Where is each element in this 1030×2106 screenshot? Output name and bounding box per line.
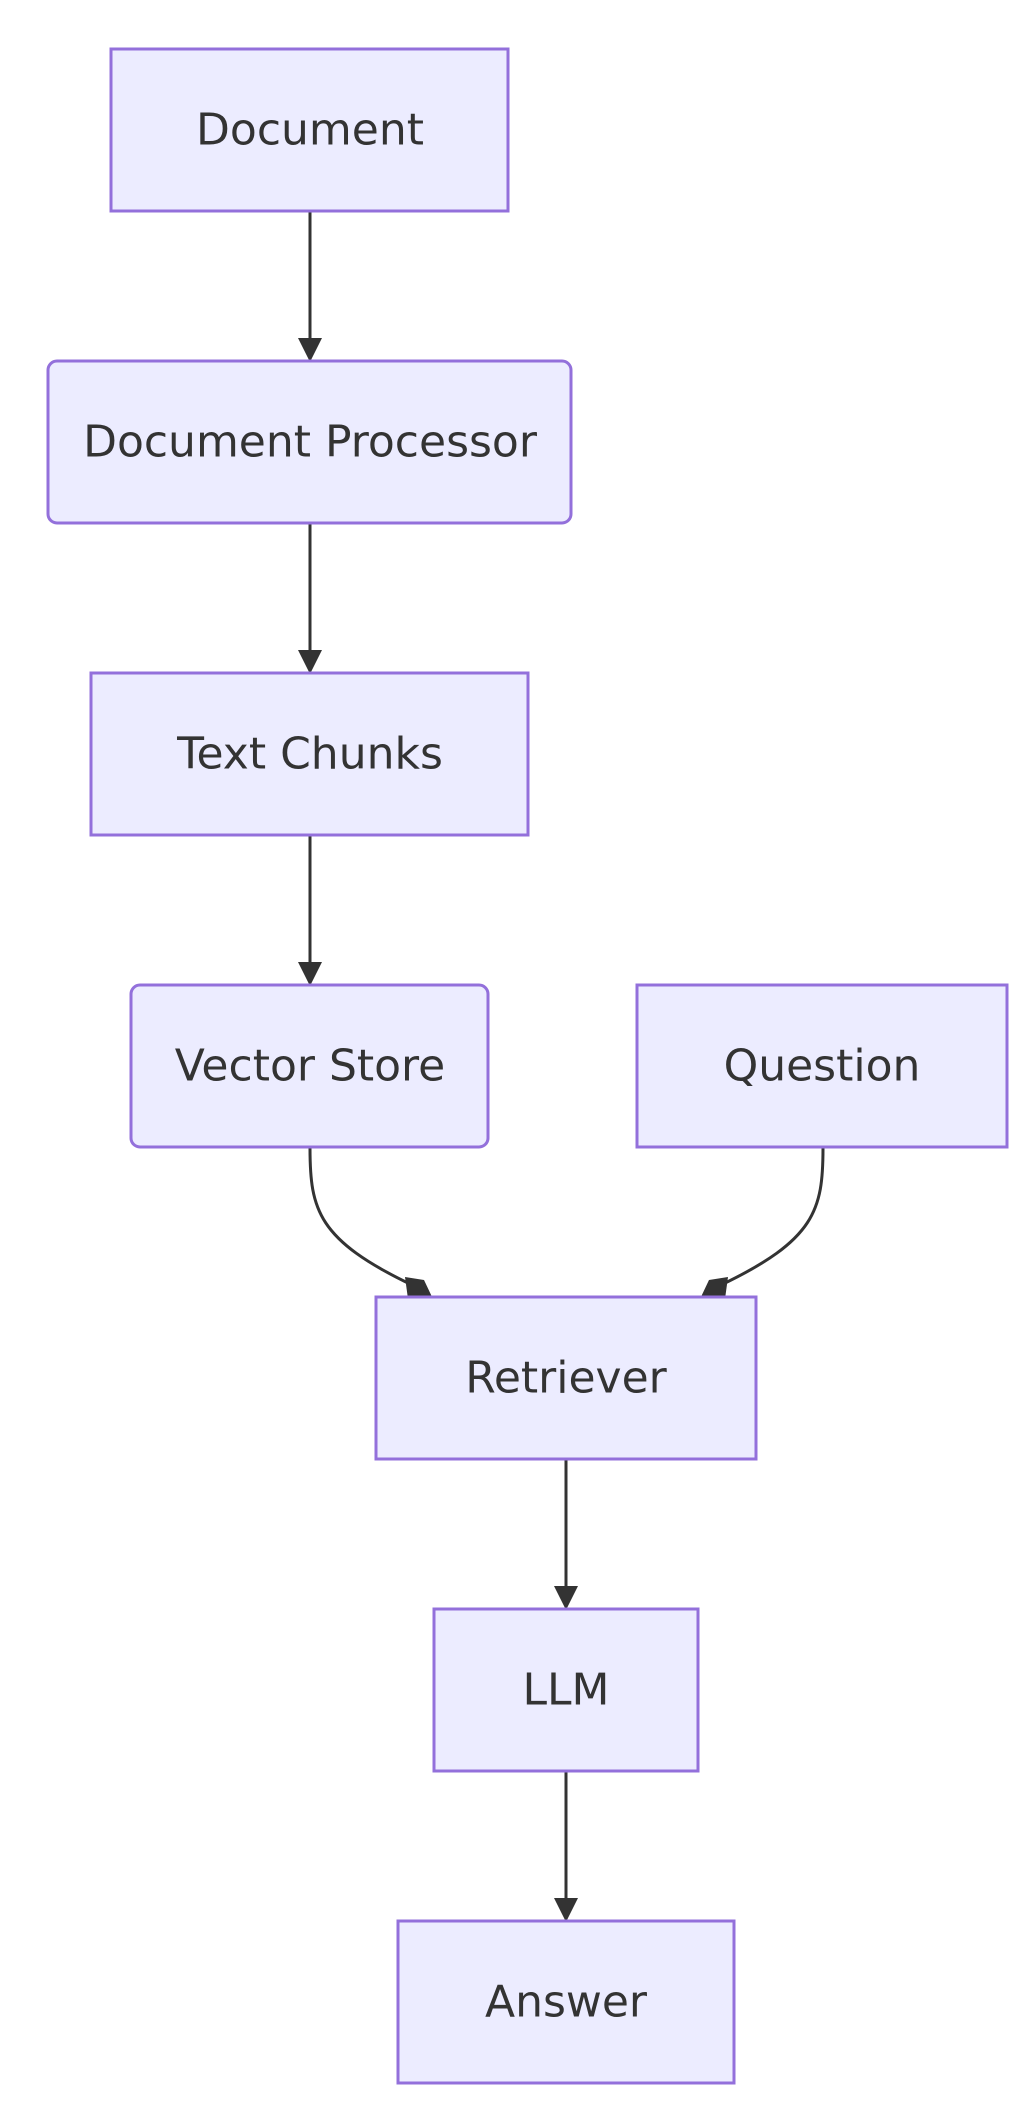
edge-document-to-document-processor — [298, 212, 322, 362]
edge-retriever-to-llm — [554, 1460, 578, 1610]
node-text-chunks: Text Chunks — [89, 671, 530, 837]
edge-text-chunks-to-vector-store — [298, 836, 322, 986]
node-retriever: Retriever — [374, 1295, 758, 1461]
node-vector-store: Vector Store — [129, 983, 490, 1149]
node-llm: LLM — [432, 1607, 700, 1773]
node-label: LLM — [523, 1665, 610, 1716]
node-document: Document — [109, 47, 510, 213]
node-label: Vector Store — [175, 1041, 446, 1092]
edge-document-processor-to-text-chunks — [298, 524, 322, 674]
edge-question-to-retriever — [700, 1147, 825, 1299]
node-document-processor: Document Processor — [46, 359, 573, 525]
node-label: Document — [196, 105, 424, 156]
edge-vector-store-to-retriever — [308, 1147, 433, 1299]
node-label: Question — [724, 1041, 921, 1092]
node-label: Text Chunks — [176, 729, 443, 780]
node-label: Answer — [485, 1977, 648, 2028]
node-answer: Answer — [396, 1919, 736, 2085]
node-question: Question — [635, 983, 1009, 1149]
node-label: Document Processor — [83, 417, 538, 468]
nodes: Document Document Processor Text Chunks … — [46, 47, 1009, 2085]
edges — [298, 212, 825, 1922]
node-label: Retriever — [465, 1353, 667, 1404]
edge-llm-to-answer — [554, 1772, 578, 1922]
